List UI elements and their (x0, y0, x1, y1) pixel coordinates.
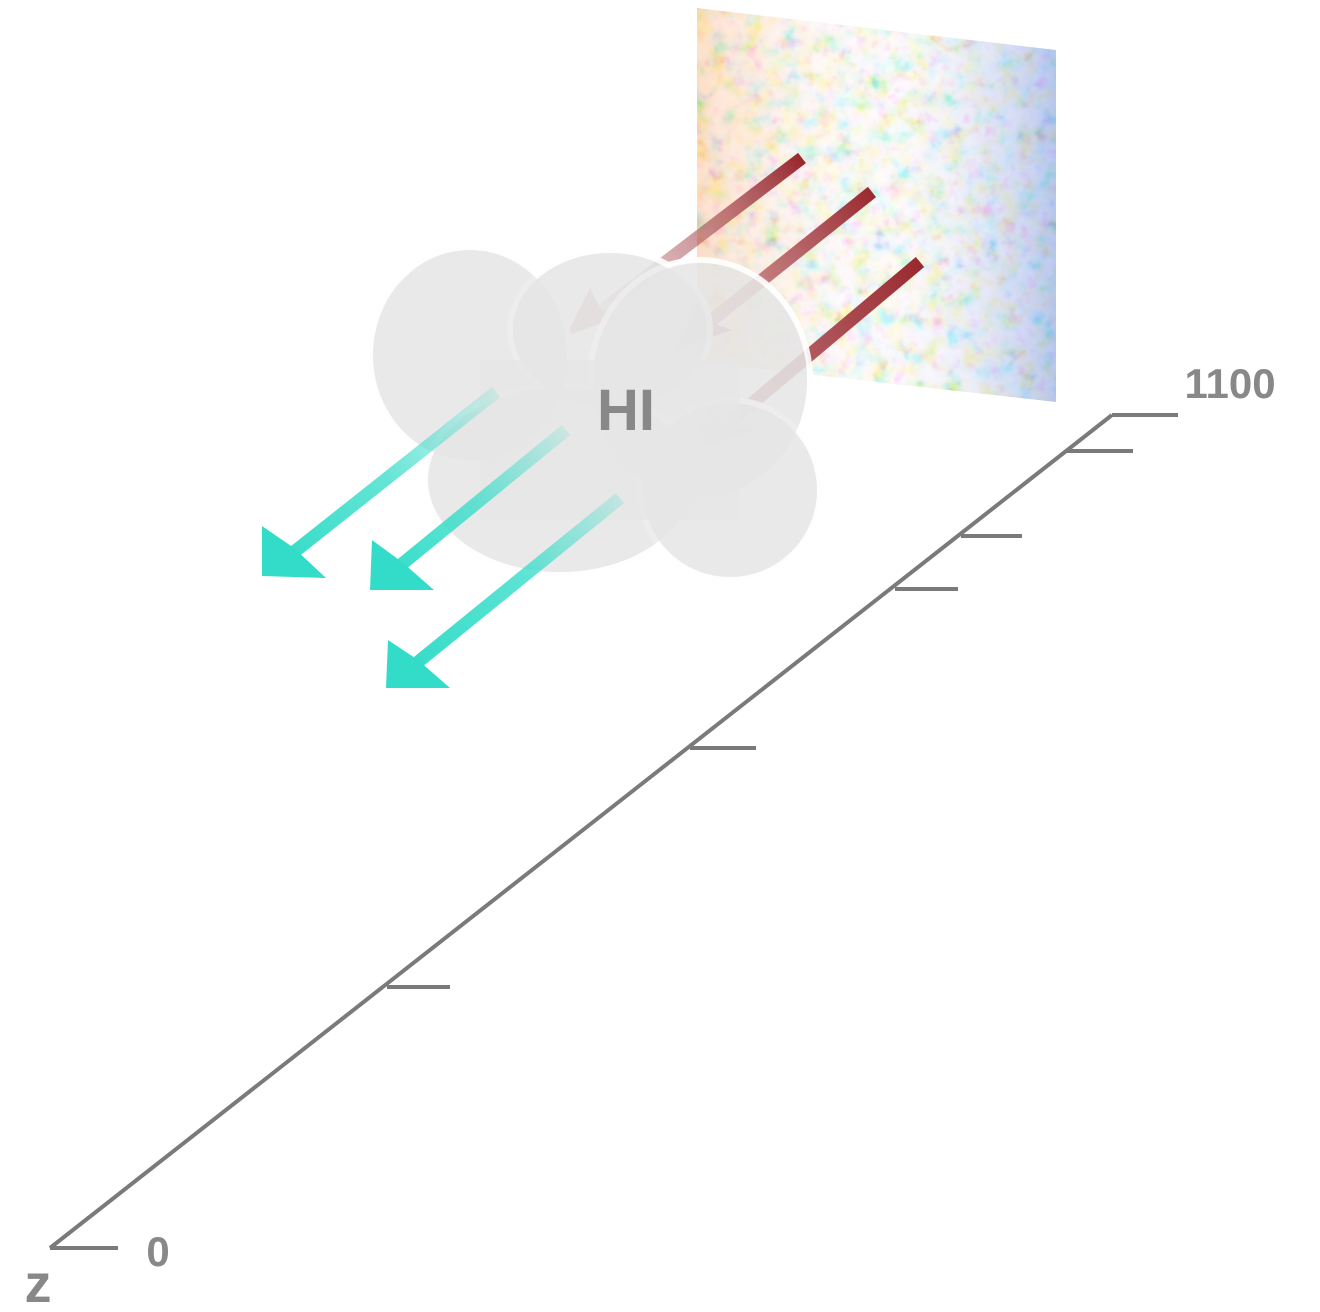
cyan-arrow-icon (370, 424, 571, 590)
cloud-label: HI (597, 378, 655, 443)
z-axis (48, 413, 1178, 1250)
cyan-arrow-icon (386, 492, 625, 688)
axis-start-label: 0 (146, 1228, 169, 1275)
axis-line (48, 413, 1114, 1250)
axis-name-label: z (25, 1254, 52, 1312)
axis-end-label: 1100 (1184, 360, 1275, 407)
cyan-arrow-icon (262, 386, 501, 578)
outgoing-arrows (262, 386, 625, 688)
hi-cloud-icon (367, 244, 823, 583)
